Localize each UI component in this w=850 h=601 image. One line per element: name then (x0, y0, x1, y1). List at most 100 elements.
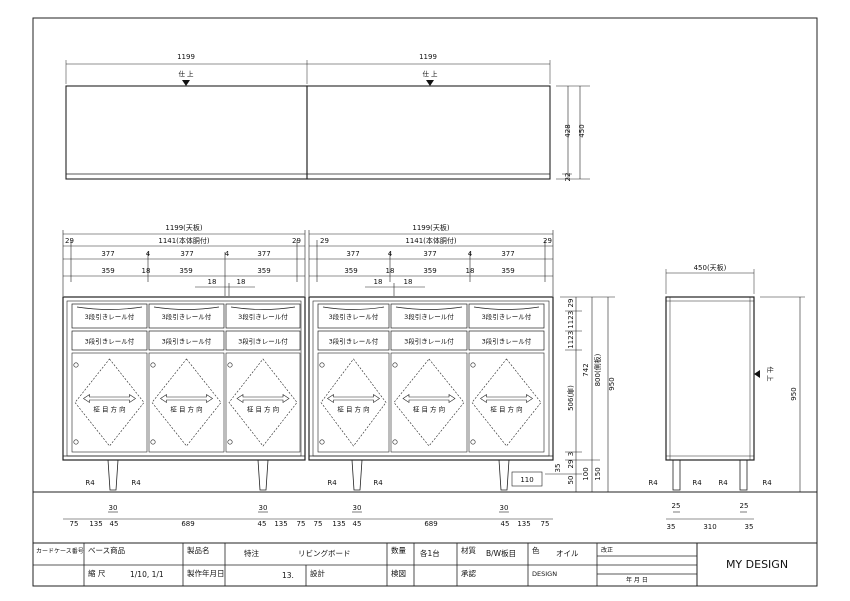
hinge-icon (73, 362, 79, 368)
base-dim-label: 35 (745, 523, 754, 531)
door-panel (317, 352, 390, 453)
drawer-front (390, 330, 468, 351)
vdim-950: 950 (608, 377, 616, 390)
side-leg-right (739, 459, 748, 491)
vdim-3-b: 3 (567, 331, 575, 335)
unit-359-2: 359 (179, 267, 192, 275)
grain-diamond (393, 358, 465, 447)
drawer-rail-label: 3段引きレール付 (162, 312, 212, 321)
unit-359-1: 359 (101, 267, 114, 275)
date-value: 13. (282, 571, 294, 580)
base-dim-label: 135 (517, 520, 530, 528)
overall-width-left: 1199(天板) (165, 223, 203, 232)
base-dim-label: 25 (740, 502, 749, 510)
vdim-112-b: 112 (567, 335, 575, 348)
sheet-border (32, 17, 818, 587)
base-dim-label: 135 (274, 520, 287, 528)
base-dim-label: R4 (373, 479, 383, 487)
unit-359-4: 359 (344, 267, 357, 275)
gap-18-5: 18 (237, 278, 246, 286)
overall-width-right: 1199(天板) (412, 223, 450, 232)
base-product-label: ベース商品 (88, 545, 125, 555)
drawer-front (71, 303, 148, 329)
hinge-icon (73, 439, 79, 445)
vdim-3-c: 3 (567, 452, 575, 456)
base-dim-label: 75 (314, 520, 323, 528)
grain-direction-label: 柾 目 方 向 (490, 405, 522, 414)
top-height-22: 22 (564, 173, 572, 182)
material-label: 材質 (461, 545, 476, 555)
vdim-112-a: 112 (567, 315, 575, 328)
grain-direction-label: 柾 目 方 向 (413, 405, 445, 414)
base-dim-label: 689 (424, 520, 437, 528)
drawer-pull (473, 306, 540, 310)
grain-arrow-icon (82, 393, 137, 404)
top-height-428: 428 (564, 124, 572, 137)
gap-18-4: 18 (208, 278, 217, 286)
base-dim-label: 30 (259, 504, 268, 512)
gap-18-1: 18 (142, 267, 151, 275)
grain-arrow-icon (236, 393, 290, 404)
drawer-rail-label: 3段引きレール付 (238, 312, 288, 321)
grain-diamond (320, 358, 387, 447)
height-dimension-lines (545, 296, 615, 493)
drawer-rail-label: 3段引きレール付 (238, 337, 288, 346)
base-dim-label: 30 (353, 504, 362, 512)
drawer-rail-label: 3段引きレール付 (162, 337, 212, 346)
grain-direction-label: 柾 目 方 向 (337, 405, 369, 414)
drawer-rail-label: 3段引きレール付 (85, 337, 135, 346)
cabinet-left (62, 296, 306, 461)
body-width-left: 1141(本体胴付) (158, 236, 210, 245)
side-width: 450(天板) (694, 263, 727, 272)
grain-diamond (151, 358, 222, 447)
base-dim-label: 689 (181, 520, 194, 528)
unit-377-4: 377 (346, 250, 359, 258)
grain-direction-label: 柾 目 方 向 (247, 405, 279, 414)
door-panel (390, 352, 468, 453)
vdim-35: 35 (554, 464, 562, 473)
drawer-rail-label: 3段引きレール付 (482, 337, 532, 346)
vdim-100: 100 (582, 467, 590, 480)
gap-18-7: 18 (404, 278, 413, 286)
top-finish-right: 仕 上 (422, 69, 438, 78)
drawer-rail-label: 3段引きレール付 (404, 337, 454, 346)
base-dim-label: 310 (703, 523, 716, 531)
product-type: 特注 (244, 548, 259, 558)
vdim-742: 742 (582, 363, 590, 376)
vdim-800: 800(側板) (593, 353, 602, 386)
door-panel (71, 352, 148, 453)
grain-arrow-icon (479, 393, 534, 404)
body-width-right: 1141(本体胴付) (405, 236, 457, 245)
gap-4-1: 4 (146, 250, 151, 258)
gap-4-4: 4 (468, 250, 473, 258)
base-dim-label: 45 (353, 520, 362, 528)
unit-377-3: 377 (257, 250, 270, 258)
cabinet-right (308, 296, 554, 461)
approve-label: 承認 (461, 568, 476, 578)
year-month-day: 年 月 日 (626, 576, 648, 584)
base-dim-label: R4 (648, 479, 658, 487)
base-dim-label: 135 (89, 520, 102, 528)
card-case-label: カードケース番号 (36, 548, 84, 555)
title-block (32, 542, 818, 587)
gap-4-3: 4 (388, 250, 393, 258)
drawer-labels: 3段引きレール付 3段引きレール付 3段引きレール付 3段引きレール付 3段引きレール付… (85, 312, 532, 346)
door-panel (148, 352, 225, 453)
finish-arrow-icon (754, 370, 760, 378)
grain-arrow-icon (159, 393, 214, 404)
hinge-icon (227, 362, 233, 368)
color-label: 色 (532, 545, 540, 555)
drawer-rail-label: 3段引きレール付 (85, 312, 135, 321)
grain-diamond (471, 358, 542, 447)
vdim-3-a: 3 (567, 311, 575, 315)
hinge-icon (319, 362, 325, 368)
drawer-pull (230, 306, 296, 310)
drawer-front (71, 330, 148, 351)
drawer-front (468, 330, 545, 351)
check-label: 検図 (391, 568, 406, 578)
vdim-29-bottom: 29 (567, 460, 575, 469)
gap-18-6: 18 (374, 278, 383, 286)
date-label: 製作年月日 (187, 568, 225, 578)
unit-377-5: 377 (423, 250, 436, 258)
product-name: リビングボード (298, 548, 351, 558)
